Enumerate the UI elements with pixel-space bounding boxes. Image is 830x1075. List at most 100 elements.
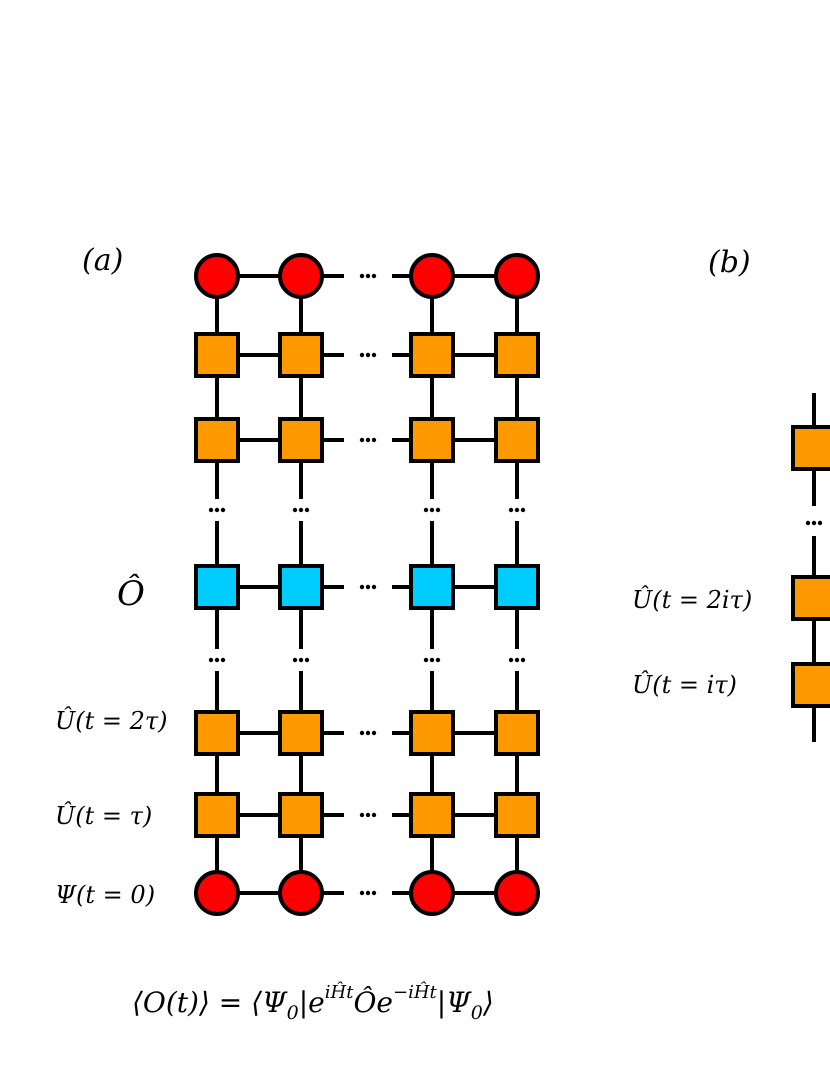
ellipsis-dot: [371, 730, 377, 736]
ellipsis-dot: [208, 507, 214, 513]
ellipsis-dot: [435, 507, 441, 513]
ellipsis-dot: [292, 507, 298, 513]
ellipsis-dot: [365, 437, 371, 443]
gate-node: [409, 710, 455, 756]
gate-node: [194, 710, 240, 756]
state-node: [194, 870, 240, 916]
state-node: [494, 870, 540, 916]
vertical-ellipsis: [208, 507, 226, 513]
ellipsis-dot: [359, 730, 365, 736]
gate-node: [494, 710, 540, 756]
gate-node: [194, 417, 240, 463]
ellipsis-dot: [365, 273, 371, 279]
expectation-formula: ⟨O(t)⟩ = ⟨Ψ0|eiĤtÔe−iĤt|Ψ0⟩: [132, 980, 494, 1024]
ellipsis-dot: [359, 584, 365, 590]
panel-b-label: (b): [708, 245, 751, 280]
ellipsis-dot: [371, 437, 377, 443]
ellipsis-dot: [514, 657, 520, 663]
state-node: [278, 870, 324, 916]
gate-node: [791, 575, 830, 621]
initial-state-label: Ψ(t = 0): [55, 881, 155, 909]
vertical-ellipsis: [292, 507, 310, 513]
ellipsis-dot: [520, 657, 526, 663]
ellipsis-dot: [371, 584, 377, 590]
gate-node: [194, 792, 240, 838]
operator-node: [409, 564, 455, 610]
horizontal-ellipsis: [359, 352, 377, 358]
operator-node: [494, 564, 540, 610]
ellipsis-dot: [423, 507, 429, 513]
ellipsis-dot: [220, 507, 226, 513]
gate-node: [494, 417, 540, 463]
gate-label-tau: Û(t = τ): [55, 801, 152, 830]
ellipsis-dot: [371, 352, 377, 358]
horizontal-ellipsis: [359, 584, 377, 590]
gate-node: [278, 417, 324, 463]
ellipsis-dot: [817, 520, 823, 526]
state-node: [194, 253, 240, 299]
vertical-ellipsis: [423, 507, 441, 513]
ellipsis-dot: [811, 520, 817, 526]
ellipsis-dot: [304, 657, 310, 663]
ellipsis-dot: [359, 812, 365, 818]
ellipsis-dot: [214, 657, 220, 663]
panel-b-network: [791, 393, 830, 742]
gate-node: [494, 332, 540, 378]
ellipsis-dot: [805, 520, 811, 526]
ellipsis-dot: [371, 890, 377, 896]
ellipsis-dot: [423, 657, 429, 663]
ellipsis-dot: [359, 352, 365, 358]
ellipsis-dot: [365, 812, 371, 818]
ellipsis-dot: [429, 507, 435, 513]
ellipsis-dot: [365, 584, 371, 590]
vertical-ellipsis: [423, 657, 441, 663]
ellipsis-dot: [359, 437, 365, 443]
ellipsis-dot: [214, 507, 220, 513]
panel-a-label: (a): [82, 243, 123, 278]
horizontal-ellipsis: [359, 437, 377, 443]
panel-a-network: [194, 253, 540, 916]
ellipsis-dot: [371, 273, 377, 279]
ellipsis-dot: [359, 273, 365, 279]
ellipsis-dot: [365, 730, 371, 736]
gate-node: [278, 710, 324, 756]
ellipsis-dot: [508, 657, 514, 663]
gate-node: [494, 792, 540, 838]
ellipsis-dot: [359, 890, 365, 896]
gate-node: [409, 332, 455, 378]
ellipsis-dot: [304, 507, 310, 513]
state-node: [409, 870, 455, 916]
vertical-ellipsis: [292, 657, 310, 663]
ellipsis-dot: [292, 657, 298, 663]
gate-node: [278, 792, 324, 838]
gate-node: [278, 332, 324, 378]
gate-node: [791, 425, 830, 471]
horizontal-ellipsis: [359, 273, 377, 279]
ellipsis-dot: [298, 657, 304, 663]
ellipsis-dot: [365, 890, 371, 896]
ellipsis-dot: [365, 352, 371, 358]
vertical-ellipsis: [508, 507, 526, 513]
ellipsis-dot: [514, 507, 520, 513]
operator-node: [278, 564, 324, 610]
ellipsis-dot: [220, 657, 226, 663]
operator-node: [194, 564, 240, 610]
gate-label-itau: Û(t = iτ): [632, 670, 737, 699]
gate-label-2itau: Û(t = 2iτ): [632, 585, 752, 614]
gate-label-2tau: Û(t = 2τ): [55, 706, 168, 735]
horizontal-ellipsis: [359, 890, 377, 896]
ellipsis-dot: [435, 657, 441, 663]
gate-node: [791, 662, 830, 708]
vertical-ellipsis: [508, 657, 526, 663]
horizontal-ellipsis: [359, 730, 377, 736]
state-node: [409, 253, 455, 299]
ellipsis-dot: [371, 812, 377, 818]
ellipsis-dot: [208, 657, 214, 663]
vertical-ellipsis: [805, 520, 823, 526]
operator-label: Ô: [117, 573, 145, 614]
state-node: [494, 253, 540, 299]
state-node: [278, 253, 324, 299]
ellipsis-dot: [429, 657, 435, 663]
gate-node: [409, 792, 455, 838]
